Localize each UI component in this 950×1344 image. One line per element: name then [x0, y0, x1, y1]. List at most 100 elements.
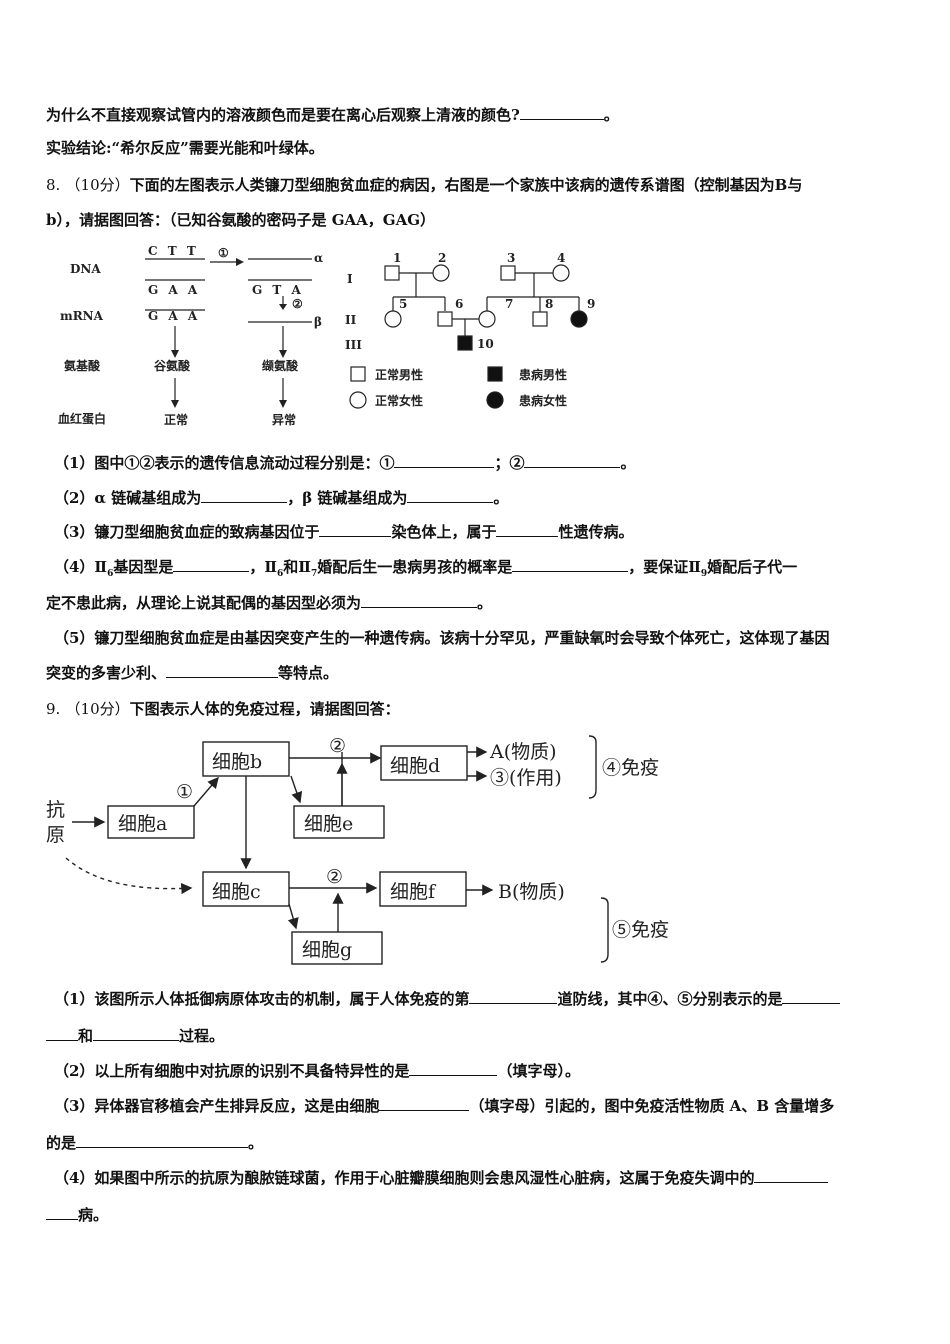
individual-3 — [500, 265, 516, 281]
legend-normal-female — [349, 391, 367, 409]
svg-text:7: 7 — [505, 297, 513, 311]
function-3: ③(作用) — [490, 767, 562, 789]
immunity-5: ⑤免疫 — [612, 919, 669, 941]
blank-beta[interactable] — [407, 488, 494, 503]
process-2: ② — [292, 297, 303, 311]
intro-question: 为什么不直接观察试管内的溶液颜色而是要在离心后观察上清液的颜色?。 — [46, 105, 619, 124]
individual-7 — [478, 310, 496, 328]
individual-2 — [432, 264, 450, 282]
antigen-label-1: 抗 — [46, 799, 65, 821]
svg-text:6: 6 — [455, 297, 463, 311]
immunity-4: ④免疫 — [602, 757, 659, 779]
label-dna: DNA — [70, 262, 101, 276]
svg-text:患病男性: 患病男性 — [519, 367, 567, 382]
intro-conclusion: 实验结论:“希尔反应”需要光能和叶绿体。 — [46, 139, 324, 157]
product-b: B(物质) — [498, 881, 565, 903]
legend-affected-male — [487, 366, 503, 382]
sickle-cell-diagram: DNA mRNA 氨基酸 血红蛋白 C T T G A A G A A 谷氨酸 … — [58, 244, 323, 427]
alpha-label: α — [314, 251, 323, 265]
svg-text:10: 10 — [477, 337, 494, 351]
blank-immunity-5[interactable] — [93, 1026, 180, 1041]
svg-text:9: 9 — [587, 297, 595, 311]
individual-5 — [384, 310, 402, 328]
blank-spouse-genotype[interactable] — [361, 593, 478, 608]
label-amino-acid: 氨基酸 — [64, 358, 101, 373]
q9-stem: 9. （10分）下图表示人体的免疫过程，请据图回答： — [46, 700, 400, 718]
blank-probability[interactable] — [512, 557, 629, 572]
answer-blank[interactable] — [519, 105, 604, 120]
blank-immunity-4[interactable] — [782, 989, 841, 1004]
blank-chromosome[interactable] — [319, 522, 392, 537]
blank-increased-substance[interactable] — [76, 1133, 249, 1148]
cell-a: 细胞a — [118, 813, 167, 835]
individual-10 — [457, 335, 473, 351]
svg-text:2: 2 — [438, 251, 446, 265]
q9-sub3-line1: （3）异体器官移植会产生排异反应，这是由细胞（填字母）引起的，图中免疫活性物质 … — [54, 1096, 835, 1115]
label-hemoglobin: 血红蛋白 — [58, 411, 106, 426]
svg-text:5: 5 — [399, 297, 407, 311]
individual-9 — [570, 310, 588, 328]
pedigree-chart: I II III 1 2 5 6 3 4 7 8 9 — [345, 251, 595, 409]
generation-I: I — [347, 272, 353, 286]
blank-disease-type[interactable] — [754, 1168, 829, 1183]
blank-nonspecific-cell[interactable] — [409, 1061, 498, 1076]
blank-inheritance[interactable] — [496, 522, 559, 537]
q8-sub1: （1）图中①②表示的遗传信息流动过程分别是：①；②。 — [54, 453, 636, 472]
q9-sub3-line2: 的是。 — [46, 1133, 264, 1152]
mutant-strand: G T A — [252, 283, 304, 297]
process-1: ① — [218, 246, 229, 260]
cell-b-box — [202, 741, 290, 777]
q9-sub1-line1: （1）该图所示人体抵御病原体攻击的机制，属于人体免疫的第道防线，其中④、⑤分别表… — [54, 988, 841, 1009]
blank-process-2[interactable] — [524, 453, 621, 468]
legend-normal-male — [350, 366, 366, 382]
amino-mutant: 缬氨酸 — [262, 358, 299, 373]
q8-sub5-line2: 突变的多害少利、等特点。 — [46, 663, 339, 682]
q8-sub5-line1: （5）镰刀型细胞贫血症是由基因突变产生的一种遗传病。该病十分罕见，严重缺氧时会导… — [54, 629, 830, 647]
individual-1 — [384, 265, 400, 281]
immune-process-diagram: 抗 原 细胞a ① 细胞b ② 细胞e 细胞d A(物质) ③(作用) ④免疫 … — [46, 735, 669, 965]
q9-sub1-line2: 和过程。 — [46, 1025, 224, 1046]
cell-d: 细胞d — [390, 755, 440, 777]
cell-e-box — [293, 805, 385, 839]
blank-mutation-feature[interactable] — [166, 663, 279, 678]
hemoglobin-abnormal: 异常 — [272, 412, 296, 427]
svg-text:正常男性: 正常男性 — [375, 367, 423, 382]
dna-bottom-strand: G A A — [148, 283, 200, 297]
dna-top-strand: C T T — [148, 244, 199, 258]
cell-d-box — [380, 745, 468, 781]
individual-6 — [437, 311, 453, 327]
hemoglobin-normal: 正常 — [164, 412, 188, 427]
cell-e: 细胞e — [304, 813, 353, 835]
individual-8 — [532, 311, 548, 327]
cell-f: 细胞f — [390, 881, 437, 903]
svg-text:正常女性: 正常女性 — [375, 393, 423, 408]
blank-alpha[interactable] — [201, 488, 288, 503]
q8-sub2: （2）α 链碱基组成为，β 链碱基组成为。 — [54, 488, 509, 507]
svg-text:1: 1 — [393, 251, 401, 265]
cell-c-box — [202, 871, 290, 907]
q9-sub4-line2: 病。 — [46, 1204, 108, 1225]
step-1: ① — [176, 781, 193, 803]
cell-g-box — [291, 931, 383, 965]
blank-defense-line[interactable] — [469, 989, 558, 1004]
step-2-top: ② — [329, 735, 346, 757]
svg-text:3: 3 — [507, 251, 515, 265]
q8-sub4-line2: 定不患此病，从理论上说其配偶的基因型必须为。 — [46, 593, 493, 612]
blank-process-1[interactable] — [394, 453, 495, 468]
cell-c: 细胞c — [212, 881, 261, 903]
q8-stem-line2: b），请据图回答：（已知谷氨酸的密码子是 GAA，GAG） — [46, 211, 436, 229]
antigen-label-2: 原 — [46, 824, 65, 846]
amino-normal: 谷氨酸 — [154, 358, 191, 373]
step-2-bottom: ② — [326, 866, 343, 888]
svg-text:8: 8 — [545, 297, 553, 311]
blank-rejection-cell[interactable] — [379, 1096, 470, 1111]
cell-g: 细胞g — [302, 939, 352, 961]
cell-b: 细胞b — [212, 751, 262, 773]
blank-genotype[interactable] — [173, 557, 250, 572]
beta-label: β — [314, 315, 322, 329]
q9-sub2: （2）以上所有细胞中对抗原的识别不具备特异性的是（填字母）。 — [54, 1061, 580, 1080]
generation-III: III — [345, 338, 362, 352]
legend-affected-female — [486, 391, 504, 409]
q8-sub4-line1: （4）Ⅱ6基因型是，Ⅱ6和Ⅱ7婚配后生一患病男孩的概率是，要保证Ⅱ9婚配后子代一 — [54, 557, 798, 579]
q8-sub3: （3）镰刀型细胞贫血症的致病基因位于染色体上，属于性遗传病。 — [54, 522, 634, 541]
